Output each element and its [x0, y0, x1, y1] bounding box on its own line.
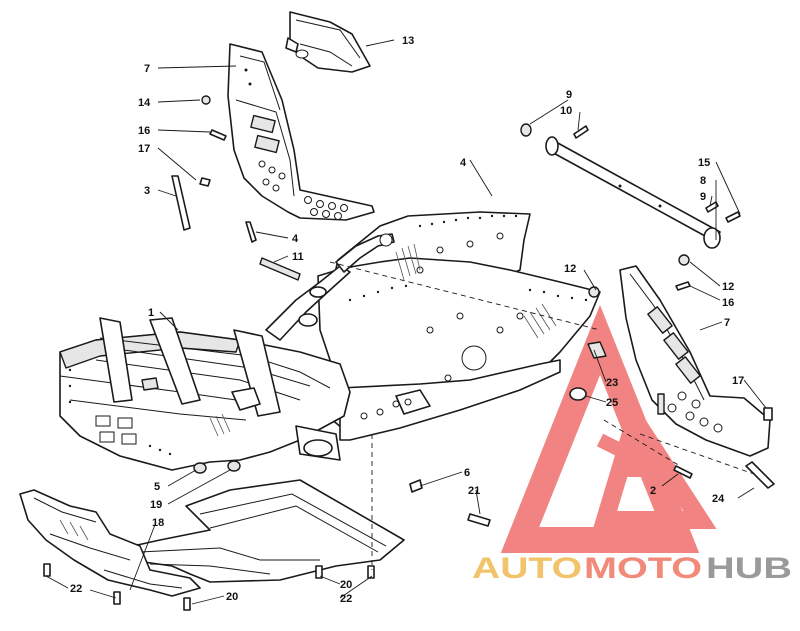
callout-22-right: 22 — [340, 593, 352, 605]
part-23-bushing — [587, 341, 607, 359]
callout-20-right: 20 — [340, 579, 352, 591]
callout-7-left: 7 — [144, 63, 150, 75]
part-20-bolt-right — [315, 565, 323, 579]
callout-16-left: 16 — [138, 125, 150, 137]
callout-9-right: 9 — [700, 191, 706, 203]
watermark-logo — [500, 304, 717, 553]
part-5-nut — [193, 462, 207, 474]
rivet-row-top — [68, 214, 588, 456]
part-25-cap — [569, 387, 587, 401]
callout-20-bottom: 20 — [226, 591, 238, 603]
callout-5: 5 — [154, 481, 160, 493]
part-9-bolt-right — [705, 201, 719, 213]
callout-23: 23 — [606, 377, 618, 389]
callout-14: 14 — [138, 97, 151, 109]
part-13-front-cover — [285, 11, 371, 73]
part-20-bolt-bottom — [183, 597, 191, 611]
callout-8: 8 — [700, 175, 706, 187]
part-8-steering-tube — [545, 136, 721, 249]
part-24-strip — [745, 461, 775, 489]
callout-15: 15 — [698, 157, 710, 169]
callout-18: 18 — [152, 517, 164, 529]
callout-6: 6 — [464, 467, 470, 479]
callout-4-right: 4 — [460, 157, 467, 169]
callout-11: 11 — [292, 251, 304, 263]
callout-1: 1 — [148, 307, 154, 319]
part-16-bolt-right — [675, 281, 691, 291]
callout-24: 24 — [712, 493, 725, 505]
part-21-pin — [467, 513, 491, 527]
part-7-right-bracket — [619, 265, 771, 457]
callout-12-left: 12 — [564, 263, 576, 275]
watermark-arrow — [596, 433, 664, 477]
callout-19: 19 — [150, 499, 162, 511]
callout-13: 13 — [402, 35, 414, 47]
watermark-text-auto: AUTO — [472, 552, 582, 585]
callout-21: 21 — [468, 485, 480, 497]
part-6-clip — [409, 479, 423, 493]
callout-10: 10 — [560, 105, 572, 117]
watermark-text-moto: MOTO — [584, 552, 702, 585]
part-19-nut — [227, 460, 241, 472]
chassis-frame — [59, 211, 601, 471]
callout-17-right: 17 — [732, 375, 744, 387]
watermark-text-hub: HUB — [706, 552, 792, 585]
part-14-bolt — [201, 95, 211, 105]
callout-labels: 13 7 14 16 17 3 4 4 11 1 9 10 15 8 9 12 … — [70, 35, 744, 605]
part-20-bolt-left — [113, 591, 121, 605]
part-18-front-skid — [19, 489, 201, 597]
part-16-bolt-left — [209, 129, 227, 141]
callout-3: 3 — [144, 185, 150, 197]
watermark-text: AUTO MOTO HUB — [472, 552, 792, 585]
part-12-nut-right — [678, 254, 690, 266]
callout-2: 2 — [650, 485, 656, 497]
callout-25: 25 — [606, 397, 618, 409]
callout-22-left: 22 — [70, 583, 82, 595]
callout-4-left: 4 — [292, 233, 299, 245]
callout-17-left: 17 — [138, 143, 150, 155]
part-belly-pan — [123, 479, 405, 583]
part-3-rod — [171, 175, 191, 231]
part-4-pin-left — [245, 221, 257, 243]
callout-9-top: 9 — [566, 89, 572, 101]
callout-12-right: 12 — [722, 281, 734, 293]
part-2-pin — [673, 465, 693, 479]
part-12-nut-left — [588, 286, 600, 298]
part-22-bolt-left — [43, 563, 51, 577]
part-17-bolt-left — [199, 177, 211, 187]
callout-7-right: 7 — [724, 317, 730, 329]
part-7-left-bracket — [227, 43, 375, 221]
leader-lines — [45, 39, 767, 605]
part-17-bolt-right — [763, 407, 773, 421]
callout-16-right: 16 — [722, 297, 734, 309]
part-9-bolt-top — [573, 125, 589, 139]
part-10-washer — [520, 123, 532, 137]
part-22-bolt-right — [367, 565, 375, 579]
part-11-clip — [259, 257, 301, 281]
part-15-bolt — [725, 211, 741, 223]
